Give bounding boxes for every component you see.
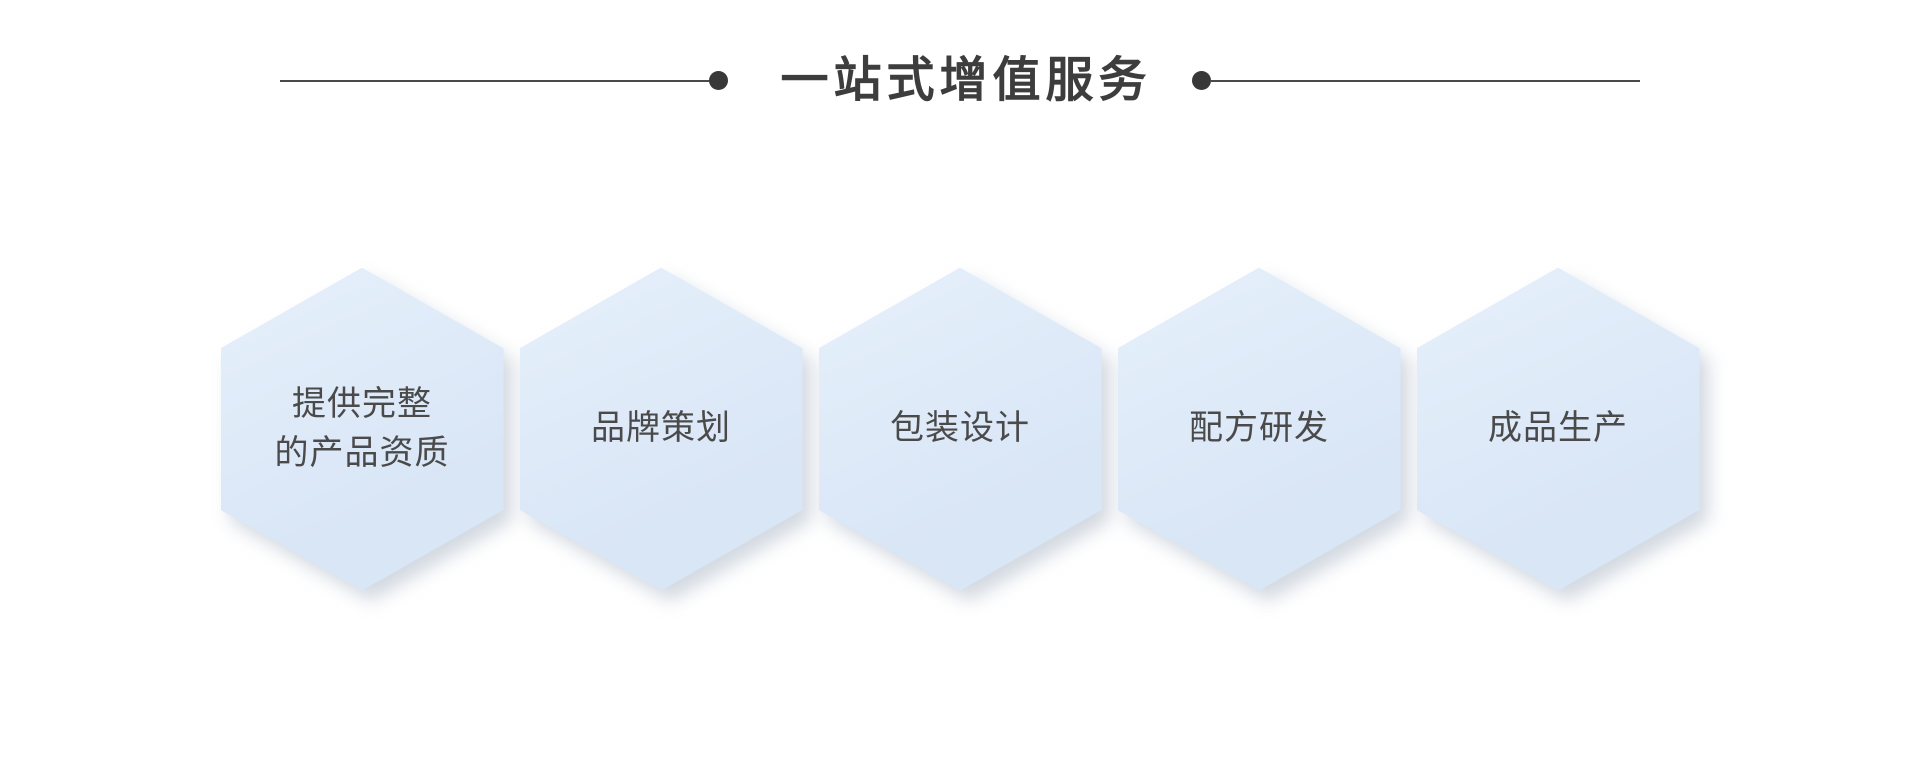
hexagon-label: 品牌策划 (591, 409, 731, 448)
hexagon-item-product-qualification: 提供完整 的产品资质 (220, 267, 504, 591)
hexagon-shape: 配方研发 (1117, 267, 1401, 591)
hexagon-label: 配方研发 (1189, 409, 1329, 448)
right-dot-icon (1191, 71, 1211, 91)
hexagon-shape: 提供完整 的产品资质 (220, 267, 504, 591)
hexagon-shape: 品牌策划 (519, 267, 803, 591)
hexagon-item-packaging-design: 包装设计 (818, 267, 1102, 591)
hexagon-item-formula-development: 配方研发 (1117, 267, 1401, 591)
hexagon-label: 提供完整 的产品资质 (274, 384, 450, 473)
right-rule (1209, 79, 1640, 82)
hexagon-shape: 包装设计 (818, 267, 1102, 591)
left-rule (280, 79, 711, 82)
hexagon-row: 提供完整 的产品资质 品牌策划 包装设计 配方研发 成品生产 (0, 267, 1920, 591)
page-title: 一站式增值服务 (780, 54, 1152, 107)
hexagon-label: 包装设计 (890, 409, 1030, 448)
hexagon-item-finished-production: 成品生产 (1416, 267, 1700, 591)
section-header: 一站式增值服务 (0, 0, 1920, 110)
hexagon-shape: 成品生产 (1416, 267, 1700, 591)
hexagon-label: 成品生产 (1488, 409, 1628, 448)
hexagon-item-brand-planning: 品牌策划 (519, 267, 803, 591)
left-dot-icon (709, 71, 729, 91)
